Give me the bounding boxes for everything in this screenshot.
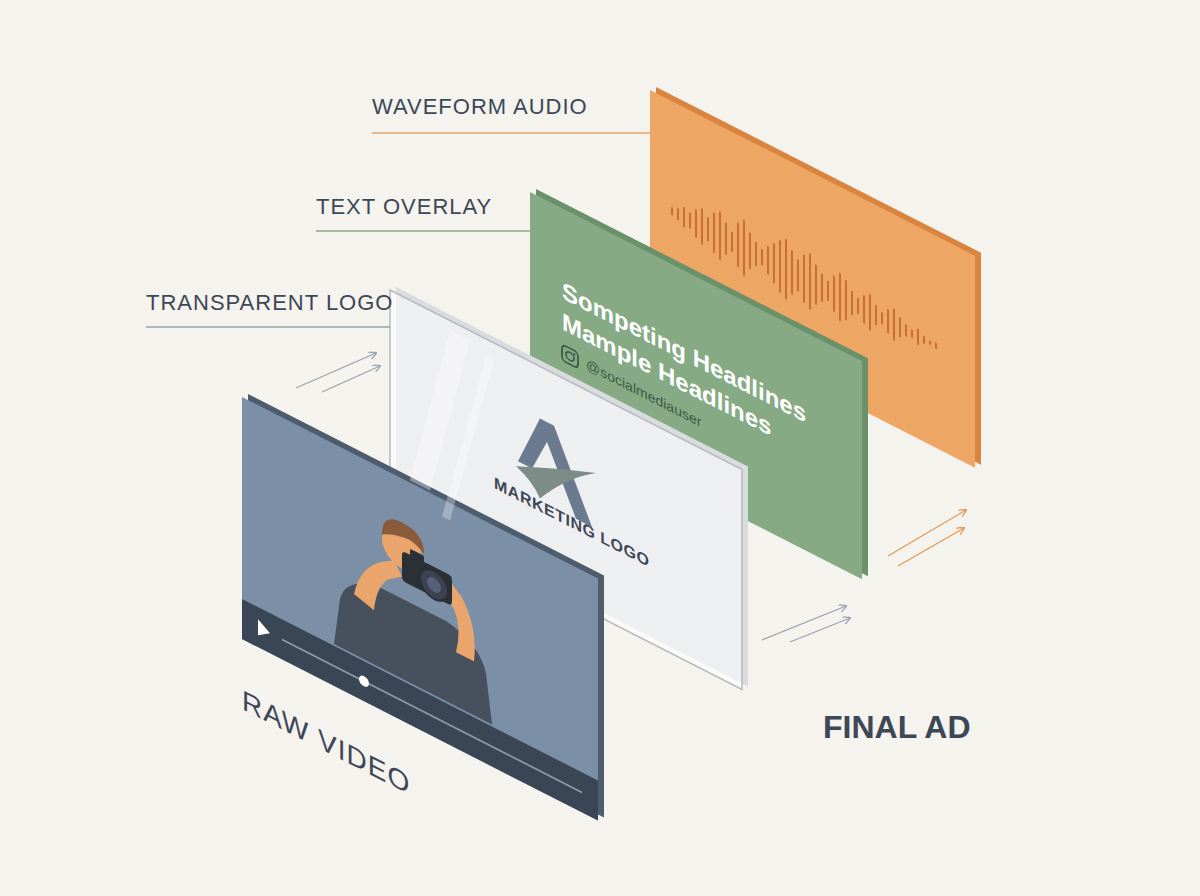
leader-line	[372, 132, 650, 133]
panel-content: RAW VIDEO	[242, 397, 598, 821]
layer-label: TRANSPARENT LOGO	[146, 290, 393, 316]
layer-panel: RAW VIDEO	[242, 397, 598, 821]
output-label: FINAL AD	[823, 708, 971, 746]
leader-line	[146, 326, 390, 327]
layer-title: RAW VIDEO	[242, 683, 410, 803]
layer-label: TEXT OVERLAY	[316, 194, 492, 220]
panel-shape	[242, 397, 598, 821]
layer-label: WAVEFORM AUDIO	[372, 94, 588, 120]
panel-face	[650, 90, 975, 468]
leader-line	[316, 230, 530, 231]
